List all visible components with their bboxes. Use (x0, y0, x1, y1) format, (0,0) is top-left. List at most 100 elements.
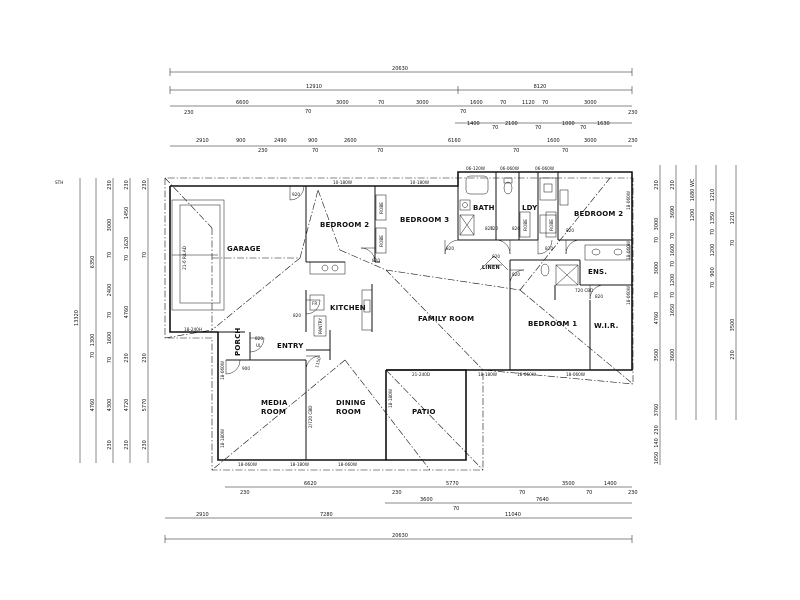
dim-left-b4: 70 (107, 312, 113, 318)
room-bedroom-3: BEDROOM 3 (400, 216, 449, 224)
room-dining-line1: DINING (336, 399, 366, 407)
dim-r4-4: 1000 (562, 121, 575, 127)
dim-r4-3: 70 (535, 125, 541, 131)
room-laundry: LDY (522, 204, 538, 212)
room-labels: GARAGE BEDROOM 2 BEDROOM 3 BATH LDY BEDR… (227, 204, 623, 416)
dim-top-a: 12910 (306, 84, 322, 90)
dim-left-c2: 1620 (124, 237, 130, 250)
door-size-7: 720 (490, 226, 498, 231)
window-label-13: 18-060W (626, 286, 631, 305)
dim-r3-5: 3000 (416, 100, 429, 106)
dim-r3-0: 230 (184, 110, 194, 116)
dim-right-b4: 70 (670, 261, 676, 267)
left-dimensions: STH 13320 6350 4760 1300 70 230 3000 70 … (55, 178, 149, 463)
dim-r5-9: 70 (513, 148, 519, 154)
dim-right-c1: 1200 (690, 209, 696, 222)
dim-r3-12: 230 (628, 110, 638, 116)
dim-right-a9: 140 (654, 438, 660, 448)
dim-right-a6: 3500 (654, 349, 660, 362)
exterior-walls (169, 171, 633, 461)
dim-r5-11: 70 (562, 148, 568, 154)
dim-right-c2: 1210 (710, 189, 716, 202)
room-kitchen: KITCHEN (330, 304, 366, 312)
kitchen-fixtures: FR PANTRY (309, 261, 373, 337)
dim-b1-7: 1400 (604, 481, 617, 487)
dim-r3-1: 6600 (236, 100, 249, 106)
window-label-19: 18-180W (388, 389, 393, 408)
dim-left-b2: 70 (107, 252, 113, 258)
fridge-label: FR (312, 301, 317, 306)
dim-r5-7: 70 (377, 148, 383, 154)
door-size-3: 820 (446, 246, 454, 251)
dim-r5-2: 230 (258, 148, 268, 154)
dim-r3-8: 70 (500, 100, 506, 106)
dim-r3-11: 3000 (584, 100, 597, 106)
dim-r3-10: 70 (542, 100, 548, 106)
windows: 10-180W 10-180W 06-120W 06-060W 06-060W … (184, 166, 631, 467)
dim-left-c5: 230 (124, 353, 130, 363)
robe-label-b: ROBE (379, 235, 384, 247)
dim-r3-6: 70 (460, 109, 466, 115)
room-ensuite: ENS. (588, 268, 607, 276)
door-size-1: 820 (372, 258, 380, 263)
door-size-6: 820 (545, 246, 553, 251)
dim-b1-1: 6620 (304, 481, 317, 487)
dim-right-a7: 3760 (654, 404, 660, 417)
dim-right-b6: 70 (670, 292, 676, 298)
room-dining-line2: ROOM (336, 408, 361, 416)
window-label-17: 18-180W (290, 462, 309, 467)
room-bath: BATH (473, 204, 495, 212)
dim-r5-4: 900 (308, 138, 318, 144)
dim-right-c0: 1680 WC (690, 178, 696, 201)
dim-right-a0: 230 (654, 180, 660, 190)
pantry-label: PANTRY (318, 318, 323, 334)
dim-right-c9: 70 (730, 240, 736, 246)
dim-right-c6: 900 (710, 267, 716, 277)
dim-b2-2: 7640 (536, 497, 549, 503)
dim-right-a5: 4760 (654, 312, 660, 325)
dim-left-b5: 1600 (107, 332, 113, 345)
dim-left-a3: 70 (90, 352, 96, 358)
dim-right-c5: 1200 (710, 244, 716, 257)
dim-right-a10: 1650 (654, 452, 660, 465)
dim-right-c3: 1350 (710, 212, 716, 225)
dim-left-b1: 3000 (107, 219, 113, 232)
window-label-14: 18-060W (220, 361, 225, 380)
door-size-2: 820 (293, 313, 301, 318)
dim-r3-4: 70 (378, 100, 384, 106)
dim-right-c11: 230 (730, 350, 736, 360)
dim-right-a2: 70 (654, 237, 660, 243)
cbd-label: 720 CBD (575, 288, 593, 293)
dim-left-a1: 4760 (90, 399, 96, 412)
door-size-5: 820 (512, 226, 520, 231)
dim-left-b3: 2400 (107, 284, 113, 297)
window-label-18: 18-060W (338, 462, 357, 467)
dim-r3-7: 1600 (470, 100, 483, 106)
room-patio: PATIO (412, 408, 436, 416)
right-dimensions: 230 3000 70 3000 70 4760 3500 3760 230 1… (654, 165, 737, 465)
dim-right-a1: 3000 (654, 218, 660, 231)
linen-closet (479, 255, 509, 271)
room-media-line1: MEDIA (261, 399, 288, 407)
dim-b1-3: 5770 (446, 481, 459, 487)
window-label-10: 18-060W (517, 372, 536, 377)
dim-right-b5: 1200 (670, 274, 676, 287)
dim-left-d4: 230 (142, 440, 148, 450)
dim-left-c4: 4760 (124, 306, 130, 319)
dim-left-b8: 230 (107, 440, 113, 450)
dim-r4-2: 2100 (505, 121, 518, 127)
dim-right-b3: 1600 (670, 244, 676, 257)
room-family-room: FAMILY ROOM (418, 315, 474, 323)
dim-right-c4: 70 (710, 229, 716, 235)
dim-right-c7: 70 (710, 282, 716, 288)
dim-left-d3: 5770 (142, 399, 148, 412)
dim-r3-9: 1120 (522, 100, 535, 106)
dim-r5-13: 230 (628, 138, 638, 144)
room-linen: LINEN (482, 265, 500, 271)
ul-label: UL (256, 343, 262, 348)
dim-left-overall: 13320 (74, 310, 80, 326)
door-size-10: 820 (566, 228, 574, 233)
door-size-8: 820 (492, 254, 500, 259)
robe-label-d: ROBE (523, 219, 528, 231)
